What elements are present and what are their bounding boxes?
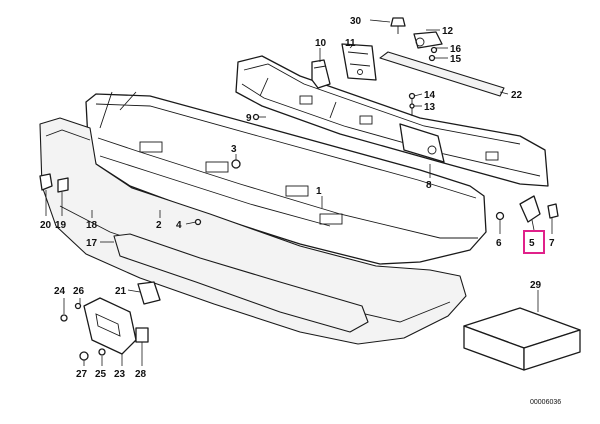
callout-30: 30 <box>350 16 362 27</box>
fastener-assembly <box>413 31 443 49</box>
callout-13: 13 <box>424 102 436 113</box>
callout-26: 26 <box>73 286 85 297</box>
tow-hook-cover <box>137 281 161 305</box>
callout-9: 9 <box>246 113 252 124</box>
callout-14: 14 <box>424 90 436 101</box>
license-plate-bracket <box>83 297 137 355</box>
callout-1: 1 <box>316 186 322 197</box>
callout-24: 24 <box>54 286 66 297</box>
callout-10: 10 <box>315 38 327 49</box>
reference-code: 00006036 <box>530 399 561 406</box>
callout-23: 23 <box>114 369 126 380</box>
side-bracket <box>311 59 331 89</box>
callout-19: 19 <box>55 220 67 231</box>
callout-29: 29 <box>530 280 542 291</box>
corner-clips <box>39 173 69 193</box>
callout-labels: 1 2 3 4 5 6 7 8 9 10 11 12 13 14 15 16 1… <box>40 16 561 406</box>
top-bolt <box>390 17 406 34</box>
callout-28: 28 <box>135 369 147 380</box>
leader-lines <box>45 19 553 366</box>
callout-3: 3 <box>231 144 237 155</box>
callout-20: 20 <box>40 220 52 231</box>
lower-fasteners <box>60 302 106 361</box>
callout-15: 15 <box>450 54 462 65</box>
front-grille-insert <box>113 233 369 333</box>
callout-21: 21 <box>115 286 127 297</box>
accessory-kit-box <box>463 307 581 371</box>
callout-27: 27 <box>76 369 88 380</box>
callout-17: 17 <box>86 238 98 249</box>
bumper-carrier-bar <box>235 55 549 187</box>
callout-25: 25 <box>95 369 107 380</box>
side-screw <box>495 211 505 221</box>
rubber-strip <box>379 51 505 97</box>
callout-8: 8 <box>426 180 432 191</box>
mounting-bracket <box>341 43 377 81</box>
side-clip <box>519 195 559 223</box>
callout-2: 2 <box>156 220 162 231</box>
callout-11: 11 <box>345 38 356 49</box>
callout-16: 16 <box>450 44 462 55</box>
callout-18: 18 <box>86 220 98 231</box>
callout-6: 6 <box>496 238 502 249</box>
callout-22: 22 <box>511 90 523 101</box>
retaining-clip <box>135 327 149 343</box>
callout-7: 7 <box>549 238 555 249</box>
highlight-box-5 <box>523 230 545 254</box>
callout-4: 4 <box>176 220 182 231</box>
callout-5: 5 <box>529 238 535 249</box>
callout-12: 12 <box>442 26 454 37</box>
misc-fasteners <box>194 113 260 226</box>
